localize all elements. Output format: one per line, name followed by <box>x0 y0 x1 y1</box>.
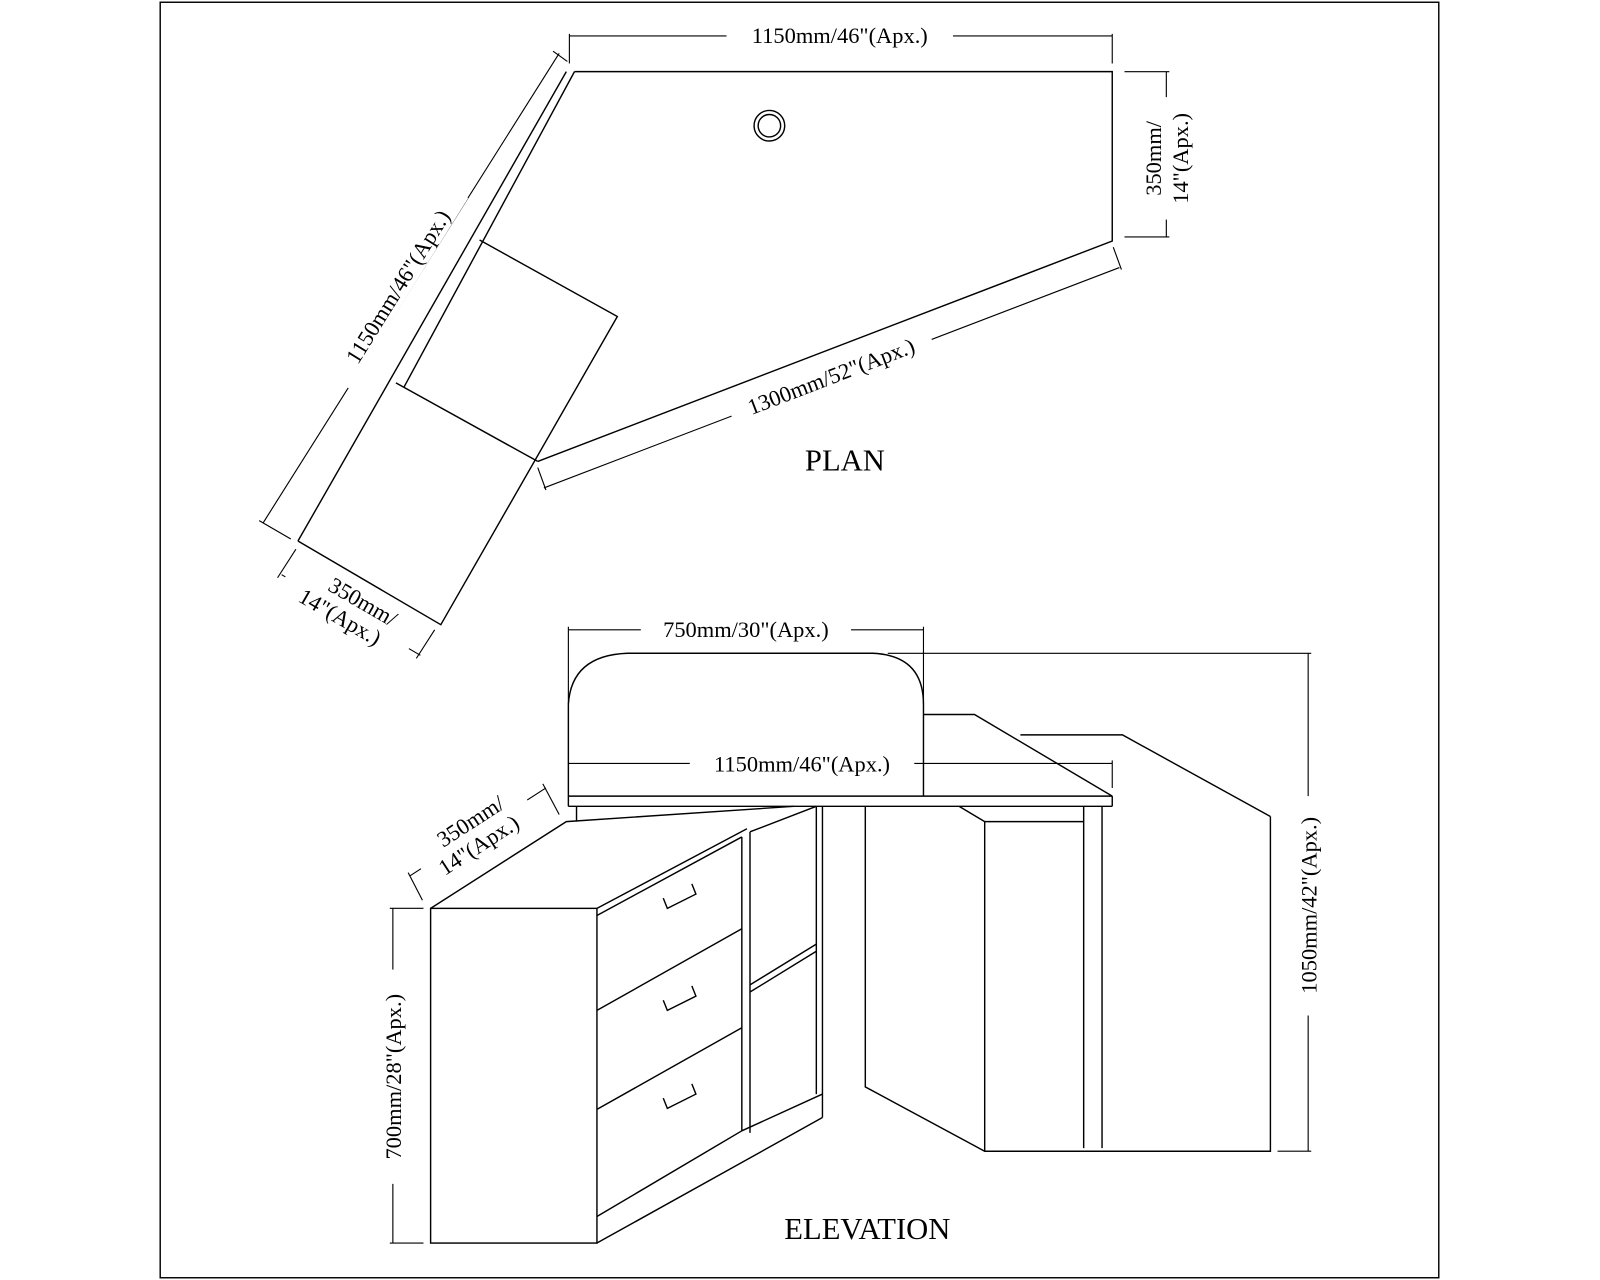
left-wing-divider <box>395 382 539 463</box>
dim-label: 700mm/28"(Apx.) <box>381 994 406 1160</box>
dim-label: 14"(Apx.) <box>1168 113 1193 204</box>
drawer-handle-icon <box>662 883 697 910</box>
dim-label: 1050mm/42"(Apx.) <box>1296 817 1321 994</box>
left-wing-edge-inner <box>403 71 576 388</box>
dim-desk-width: 1150mm/46"(Apx.) <box>568 750 1113 788</box>
pedestal-base <box>596 1116 823 1244</box>
right-cabinet-top <box>958 805 986 823</box>
sheet-border <box>159 1 1440 1279</box>
drawer-bottom <box>596 1130 743 1218</box>
dim-left-depth: 350mm/ 14"(Apx.) <box>273 548 436 669</box>
drawer-handle-icon <box>662 1083 697 1110</box>
pedestal-top-edge <box>596 828 748 909</box>
dim-label: 1150mm/46"(Apx.) <box>714 752 890 777</box>
cable-grommet-outer <box>753 109 786 142</box>
dim-label: 1150mm/46"(Apx.) <box>341 205 455 367</box>
elevation-view: 750mm/30"(Apx.) 1150mm/46"(Apx.) <box>378 615 1325 1246</box>
desk-top-outline <box>537 70 1113 463</box>
left-wing-edge-outer <box>297 71 567 542</box>
dim-pedestal-height: 700mm/28"(Apx.) <box>378 907 424 1244</box>
drawer-top <box>596 836 743 917</box>
drawer-divider <box>596 1027 743 1111</box>
dim-label: 1300mm/52"(Apx.) <box>744 333 918 420</box>
drawer-divider <box>596 928 743 1012</box>
dim-top-width: 1150mm/46"(Apx.) <box>568 22 1113 64</box>
pedestal-top <box>430 805 794 909</box>
dim-label: 1150mm/46"(Apx.) <box>752 23 928 48</box>
right-cabinet-outline <box>864 806 1272 1152</box>
chair-back <box>567 652 925 797</box>
plan-view: 1150mm/46"(Apx.) 350mm/ 14"(Apx.) 1300mm… <box>258 22 1202 669</box>
dim-pedestal-depth: 350mm/ 14"(Apx.) <box>406 778 560 901</box>
pedestal-front-face <box>429 907 598 1244</box>
dim-label: 750mm/30"(Apx.) <box>663 617 829 642</box>
shelf-divider <box>749 943 817 986</box>
drawer-handle-icon <box>662 985 697 1012</box>
cable-grommet-inner <box>757 113 782 138</box>
pedestal-return-top <box>1020 734 1271 818</box>
dim-label: 350mm/ <box>1141 120 1166 196</box>
dim-left-length: 1150mm/46"(Apx.) <box>258 50 568 540</box>
shelf-top <box>749 805 817 833</box>
dim-total-height: 1050mm/42"(Apx.) <box>887 652 1325 1152</box>
shelf-divider <box>749 950 817 993</box>
elevation-title: ELEVATION <box>784 1212 950 1246</box>
desk-return-top <box>923 713 1113 797</box>
plan-title: PLAN <box>805 444 885 478</box>
dim-chair-width: 750mm/30"(Apx.) <box>567 615 925 705</box>
dim-right-depth: 350mm/ 14"(Apx.) <box>1124 71 1202 238</box>
left-wing-outline <box>297 239 619 626</box>
pedestal-plinth <box>741 1093 823 1132</box>
